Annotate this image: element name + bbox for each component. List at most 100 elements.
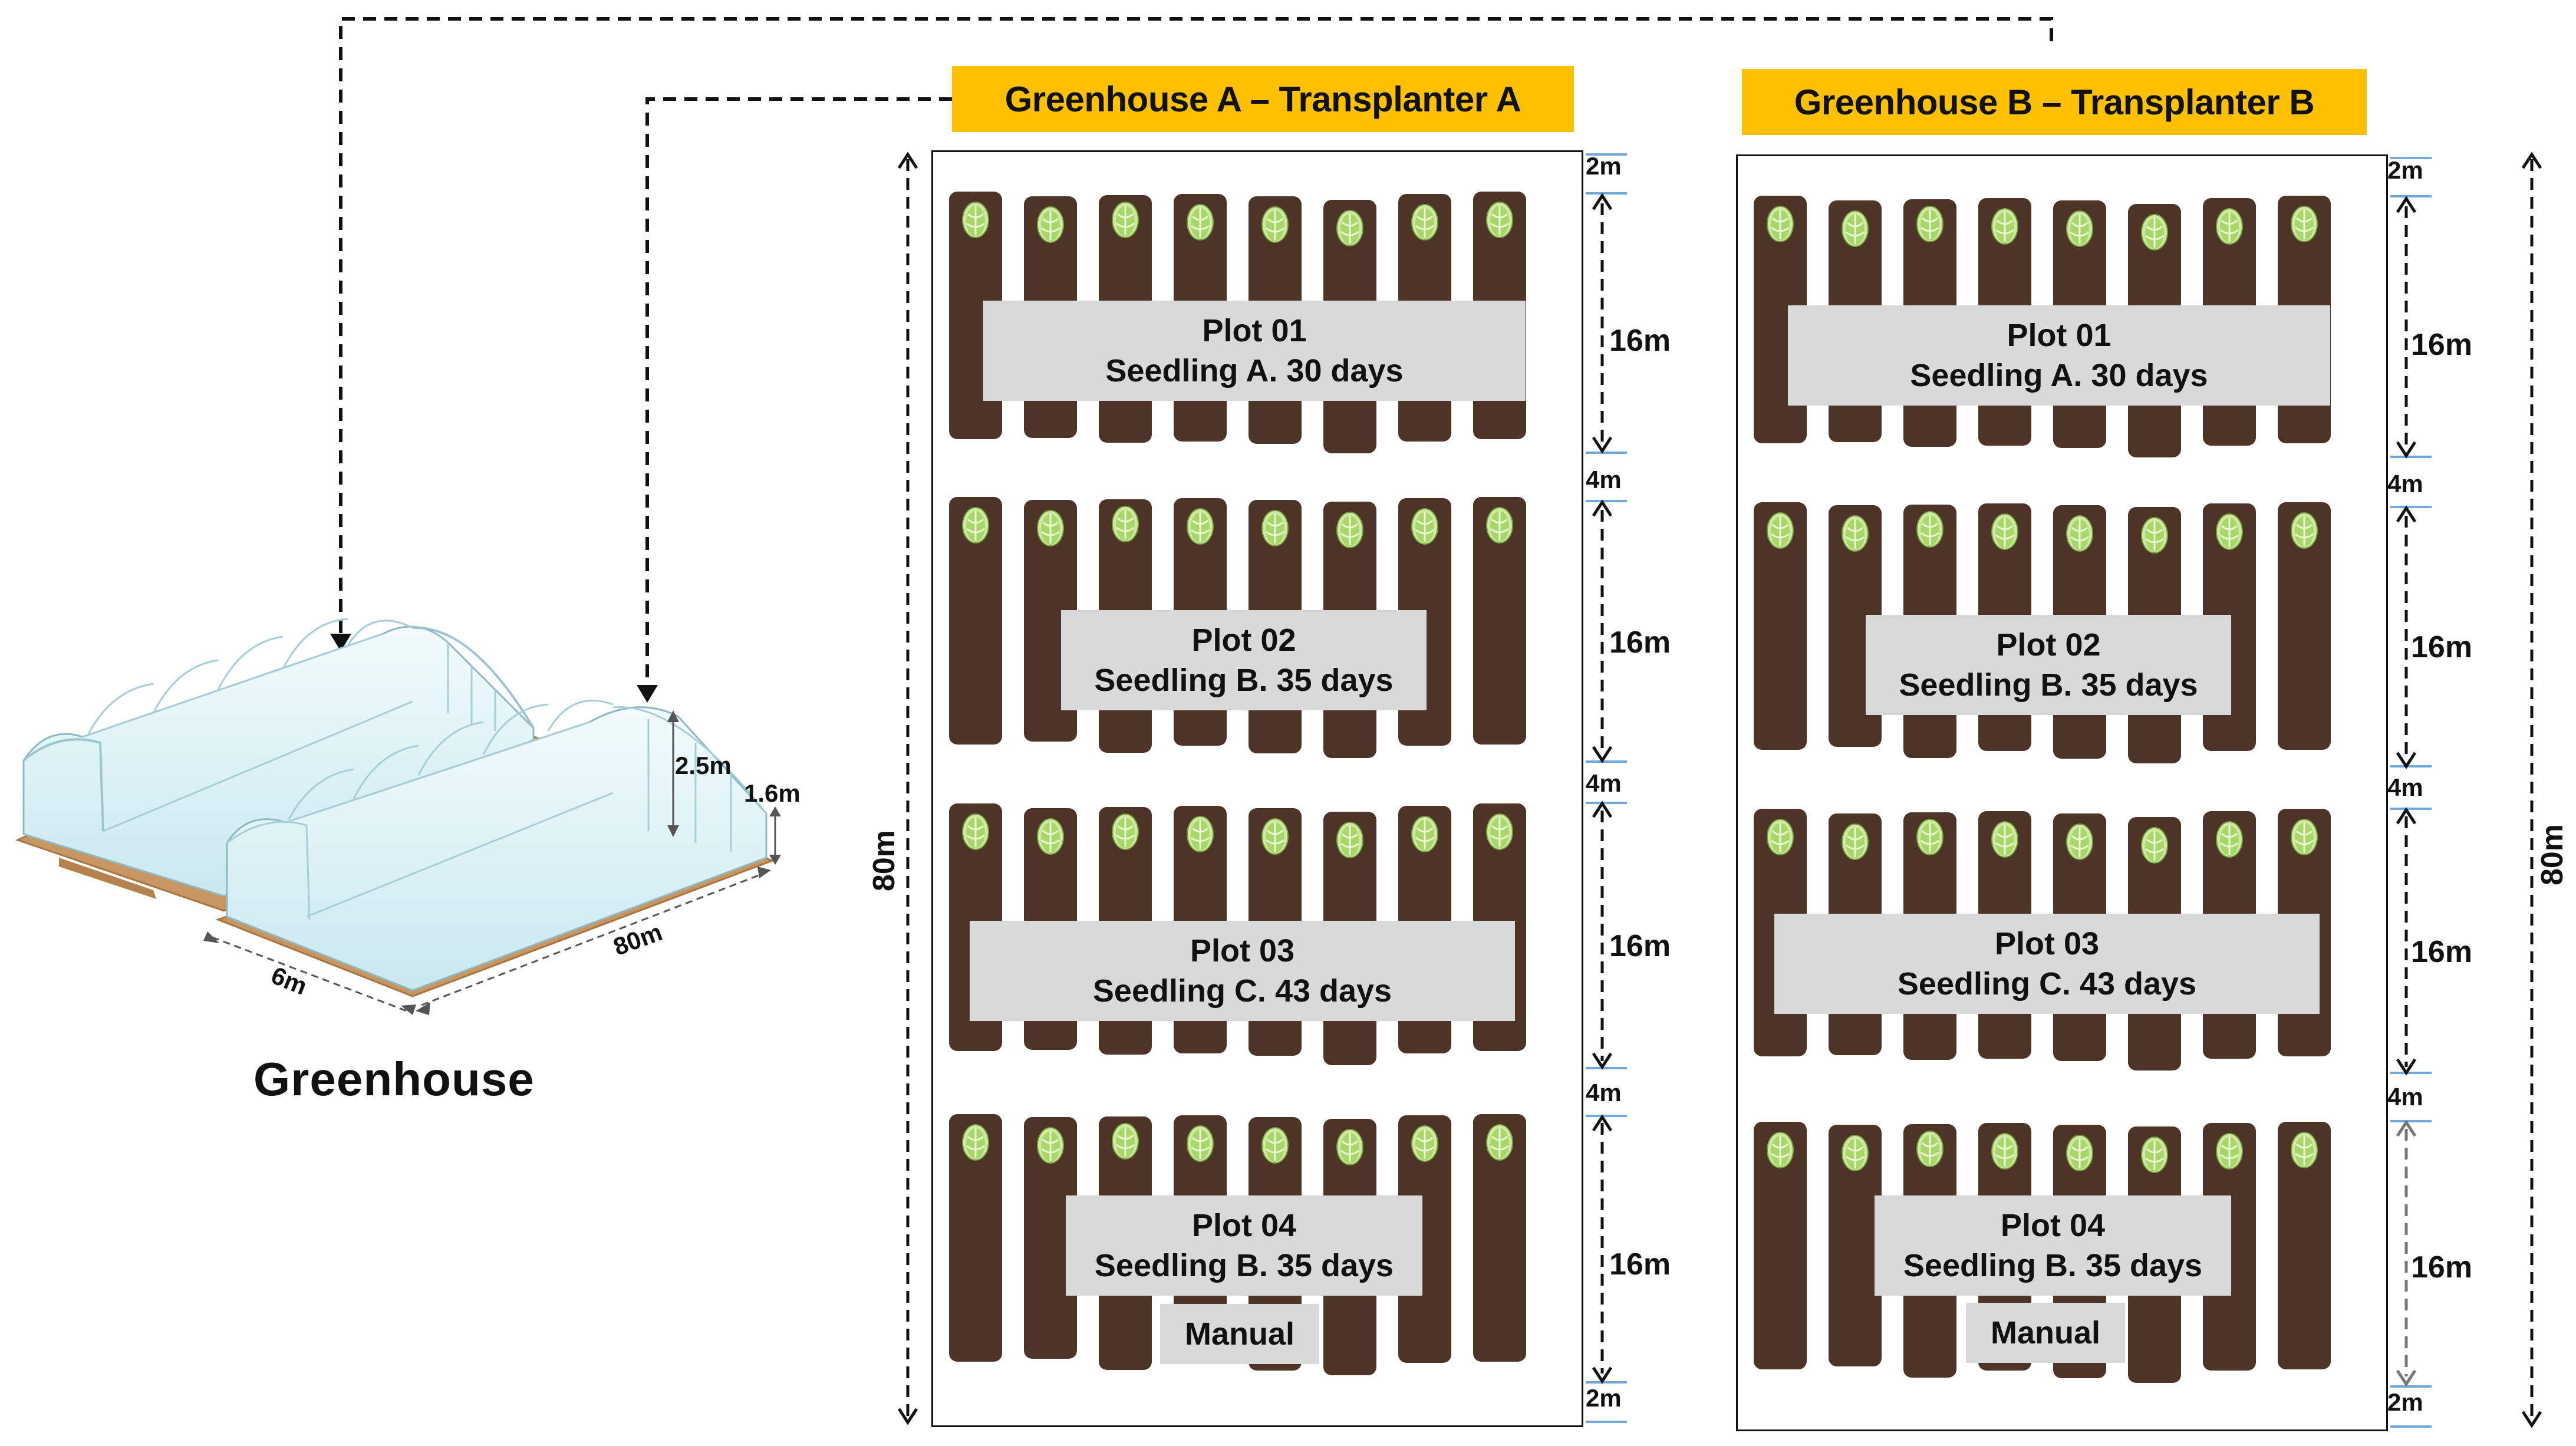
- seedling-icon: [2216, 513, 2243, 551]
- seedling-icon: [1336, 210, 1363, 246]
- seedling-icon: [1486, 813, 1513, 850]
- greenhouse-a-total-length: 80m: [867, 829, 901, 892]
- seedling-icon: [1486, 202, 1513, 238]
- seedling-icon: [962, 1124, 989, 1161]
- seedling-icon: [1261, 509, 1289, 546]
- seedling-icon: [1187, 816, 1214, 852]
- manual-label: Manual: [1966, 1303, 2125, 1363]
- seedling-icon: [2291, 512, 2318, 549]
- seedling-icon: [1411, 508, 1438, 545]
- seedling-icon: [2141, 517, 2168, 554]
- seedling-icon: [1486, 1124, 1513, 1161]
- connector-to-greenhouse-b: [339, 17, 2053, 634]
- seedling-icon: [1261, 1127, 1289, 1164]
- seedling-icon: [1187, 508, 1214, 545]
- plot-name: Plot 01: [1202, 313, 1307, 348]
- plot-label: Plot 01 Seedling A. 30 days: [983, 301, 1526, 401]
- plot-name: Plot 01: [2007, 318, 2111, 353]
- plot-label: Plot 03 Seedling C. 43 days: [1774, 914, 2320, 1014]
- seedling-icon: [1411, 204, 1438, 241]
- greenhouse-a-title: Greenhouse A – Transplanter A: [952, 66, 1574, 132]
- seedling-icon: [1112, 813, 1139, 850]
- plot-name: Plot 03: [1994, 926, 2100, 961]
- greenhouse-height-peak-label: 2.5m: [675, 752, 732, 779]
- seedling-icon: [1486, 507, 1513, 544]
- seedling-icon: [2066, 515, 2093, 552]
- seedling-icon: [1767, 819, 1794, 855]
- greenhouse-b-total-length: 80m: [2535, 824, 2570, 886]
- plot-name: Plot 03: [1190, 933, 1295, 969]
- seedling-icon: [1916, 819, 1943, 855]
- seedling-icon: [962, 507, 989, 544]
- seedling-icon: [1991, 208, 2018, 245]
- seedling-icon: [1842, 515, 1869, 552]
- seedling-icon: [2141, 214, 2168, 251]
- seedling-icon: [1112, 202, 1139, 238]
- plot-seedling: Seedling A. 30 days: [1105, 353, 1404, 388]
- seedling-icon: [2066, 824, 2093, 860]
- seedling-icon: [1411, 816, 1438, 852]
- seedling-icon: [1112, 1122, 1139, 1160]
- seedling-icon: [1261, 818, 1289, 855]
- seedling-icon: [1336, 1129, 1363, 1166]
- plot-name: Plot 04: [2000, 1208, 2106, 1243]
- seedling-icon: [1991, 513, 2018, 551]
- margin-label: 2m: [1586, 1384, 1622, 1412]
- plot-seedling: Seedling B. 35 days: [1094, 663, 1394, 698]
- seedling-icon: [2291, 206, 2318, 242]
- margin-label: 4m: [2387, 773, 2423, 801]
- plot-label: Plot 02 Seedling B. 35 days: [1061, 610, 1427, 710]
- dimension-ticks-b: [2390, 157, 2432, 1428]
- plot-label: Plot 03 Seedling C. 43 days: [970, 921, 1515, 1021]
- plot-seedling: Seedling B. 35 days: [1899, 667, 2198, 703]
- margin-label: 2m: [2387, 1388, 2423, 1416]
- seedling-icon: [1842, 1134, 1869, 1171]
- margin-label: 4m: [1586, 466, 1622, 493]
- greenhouse-title: Greenhouse: [253, 1053, 535, 1105]
- seedling-icon: [962, 202, 989, 238]
- seedling-icon: [2066, 210, 2093, 247]
- plot-seedling: Seedling B. 35 days: [1903, 1248, 2203, 1283]
- seedling-icon: [1767, 512, 1794, 549]
- seedling-icon: [2216, 208, 2243, 245]
- seedling-icon: [1991, 821, 2018, 858]
- plot-name: Plot 02: [1191, 622, 1296, 658]
- seedling-icon: [1261, 206, 1289, 243]
- seedling-icon: [2291, 819, 2318, 855]
- greenhouse-height-side-label: 1.6m: [744, 779, 801, 807]
- seedling-icon: [1842, 210, 1869, 247]
- margin-label: 4m: [1586, 769, 1622, 797]
- plot-seedling: Seedling C. 43 days: [1092, 973, 1392, 1009]
- seedling-icon: [1916, 510, 1943, 548]
- seedling-icon: [1037, 1127, 1064, 1164]
- plot-length-label: 16m: [1609, 1247, 1671, 1282]
- margin-label: 4m: [2387, 1083, 2423, 1111]
- plot-seedling: Seedling B. 35 days: [1094, 1248, 1394, 1283]
- plot-length-label: 16m: [1609, 625, 1671, 660]
- seedling-icon: [1187, 1125, 1214, 1162]
- seedling-icon: [1991, 1133, 2018, 1170]
- seedling-icon: [2216, 1133, 2243, 1170]
- seedling-icon: [2141, 827, 2168, 864]
- dimension-lines-b: [2404, 159, 2534, 1418]
- plot-length-label: 16m: [2411, 935, 2473, 969]
- seedling-icon: [1112, 505, 1139, 542]
- seedling-icon: [962, 813, 989, 850]
- seedling-icon: [1037, 818, 1064, 855]
- seedling-icon: [1842, 824, 1869, 860]
- margin-label: 2m: [1586, 152, 1622, 180]
- greenhouse-b-title: Greenhouse B – Transplanter B: [1742, 69, 2367, 135]
- plot-length-label: 16m: [2411, 1250, 2473, 1284]
- plot-name: Plot 02: [1996, 627, 2101, 663]
- seedling-icon: [1411, 1125, 1438, 1162]
- seedling-icon: [1037, 509, 1064, 546]
- plot-seedling: Seedling A. 30 days: [1910, 358, 2208, 393]
- seedling-icon: [1037, 206, 1064, 243]
- plot-seedling: Seedling C. 43 days: [1897, 966, 2197, 1002]
- seedling-icon: [2141, 1137, 2168, 1174]
- seedling-icon: [1767, 1132, 1794, 1168]
- margin-label: 4m: [1586, 1079, 1622, 1106]
- connector-arrowhead-a: [637, 685, 658, 703]
